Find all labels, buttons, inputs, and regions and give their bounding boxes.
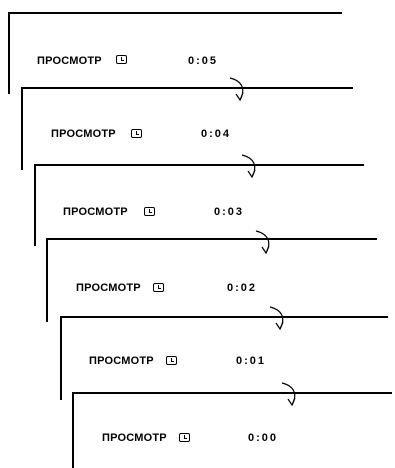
transition-arrow-icon — [229, 77, 244, 102]
screen-top-border — [60, 316, 388, 318]
clock-icon — [179, 433, 190, 442]
timer-value: 0:05 — [188, 55, 219, 67]
mode-label: ПРОСМОТР — [76, 282, 141, 294]
screen-left-border — [8, 12, 10, 94]
screen-top-border — [72, 392, 392, 394]
screen-left-border — [60, 316, 62, 400]
clock-icon — [131, 129, 142, 138]
timer-value: 0:04 — [201, 128, 232, 140]
screen-left-border — [72, 392, 74, 468]
timer-value: 0:02 — [227, 282, 258, 294]
transition-arrow-icon — [281, 382, 296, 407]
screen-top-border — [46, 238, 377, 240]
screen-top-border — [34, 164, 364, 166]
timer-value: 0:03 — [214, 206, 245, 218]
transition-arrow-icon — [241, 154, 256, 179]
screen-left-border — [21, 87, 23, 170]
transition-arrow-icon — [269, 306, 284, 331]
clock-icon — [166, 356, 177, 365]
screen-left-border — [34, 164, 36, 246]
clock-icon — [116, 55, 127, 64]
mode-label: ПРОСМОТР — [51, 128, 116, 140]
mode-label: ПРОСМОТР — [89, 355, 154, 367]
timer-value: 0:00 — [248, 432, 279, 444]
screen-top-border — [8, 12, 342, 14]
screen-left-border — [46, 238, 48, 322]
transition-arrow-icon — [255, 230, 270, 255]
timer-value: 0:01 — [236, 355, 267, 367]
mode-label: ПРОСМОТР — [102, 432, 167, 444]
clock-icon — [144, 207, 155, 216]
mode-label: ПРОСМОТР — [37, 55, 102, 67]
clock-icon — [153, 283, 164, 292]
screen-top-border — [21, 87, 353, 89]
mode-label: ПРОСМОТР — [63, 206, 128, 218]
